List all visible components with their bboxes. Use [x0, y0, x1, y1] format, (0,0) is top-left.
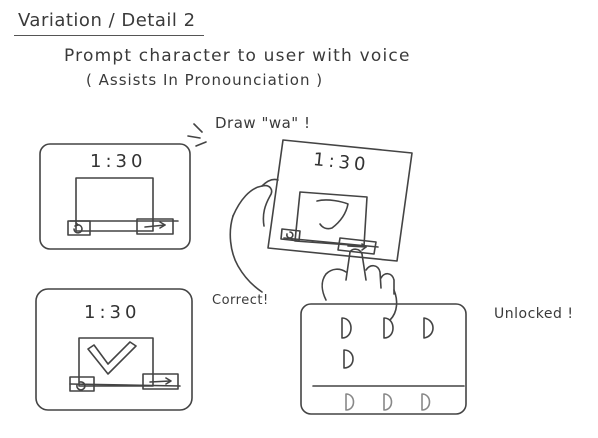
undo-arrow-icon [73, 224, 83, 234]
undo-button-3[interactable] [69, 376, 95, 392]
right-arrow-icon [144, 224, 166, 228]
character-tile-icon-faded [345, 393, 431, 411]
next-button-2[interactable] [337, 237, 377, 255]
device-screen-3 [35, 288, 193, 411]
character-grid [341, 317, 434, 411]
timer-screen-1: 1:30 [90, 151, 147, 172]
character-tile-icon[interactable] [423, 317, 434, 339]
handwritten-character [316, 199, 349, 230]
prompt-line-1: Prompt character to user with voice [64, 46, 411, 66]
voice-prompt-label: Draw "wa" ! [215, 114, 311, 132]
timer-screen-3: 1:30 [84, 302, 141, 323]
checkmark-icon [87, 341, 137, 375]
unlocked-label: Unlocked ! [494, 306, 574, 322]
correct-label: Correct! [212, 293, 269, 308]
voice-sound-icon [187, 123, 207, 147]
character-tile-icon[interactable] [383, 317, 394, 339]
undo-button-1[interactable] [67, 220, 91, 236]
page-title: Variation / Detail 2 [18, 10, 196, 31]
character-tile-icon[interactable] [343, 349, 354, 369]
tapping-hand-sketch [321, 248, 398, 321]
title-underline [14, 35, 204, 36]
holding-hand-sketch [229, 178, 279, 293]
character-tile-icon[interactable] [341, 317, 352, 339]
undo-button-2[interactable] [280, 228, 301, 242]
next-button-1[interactable] [136, 218, 174, 235]
device-screen-4 [300, 303, 467, 415]
prompt-line-2: ( Assists In Pronounciation ) [86, 71, 324, 89]
next-button-3[interactable] [142, 373, 179, 390]
